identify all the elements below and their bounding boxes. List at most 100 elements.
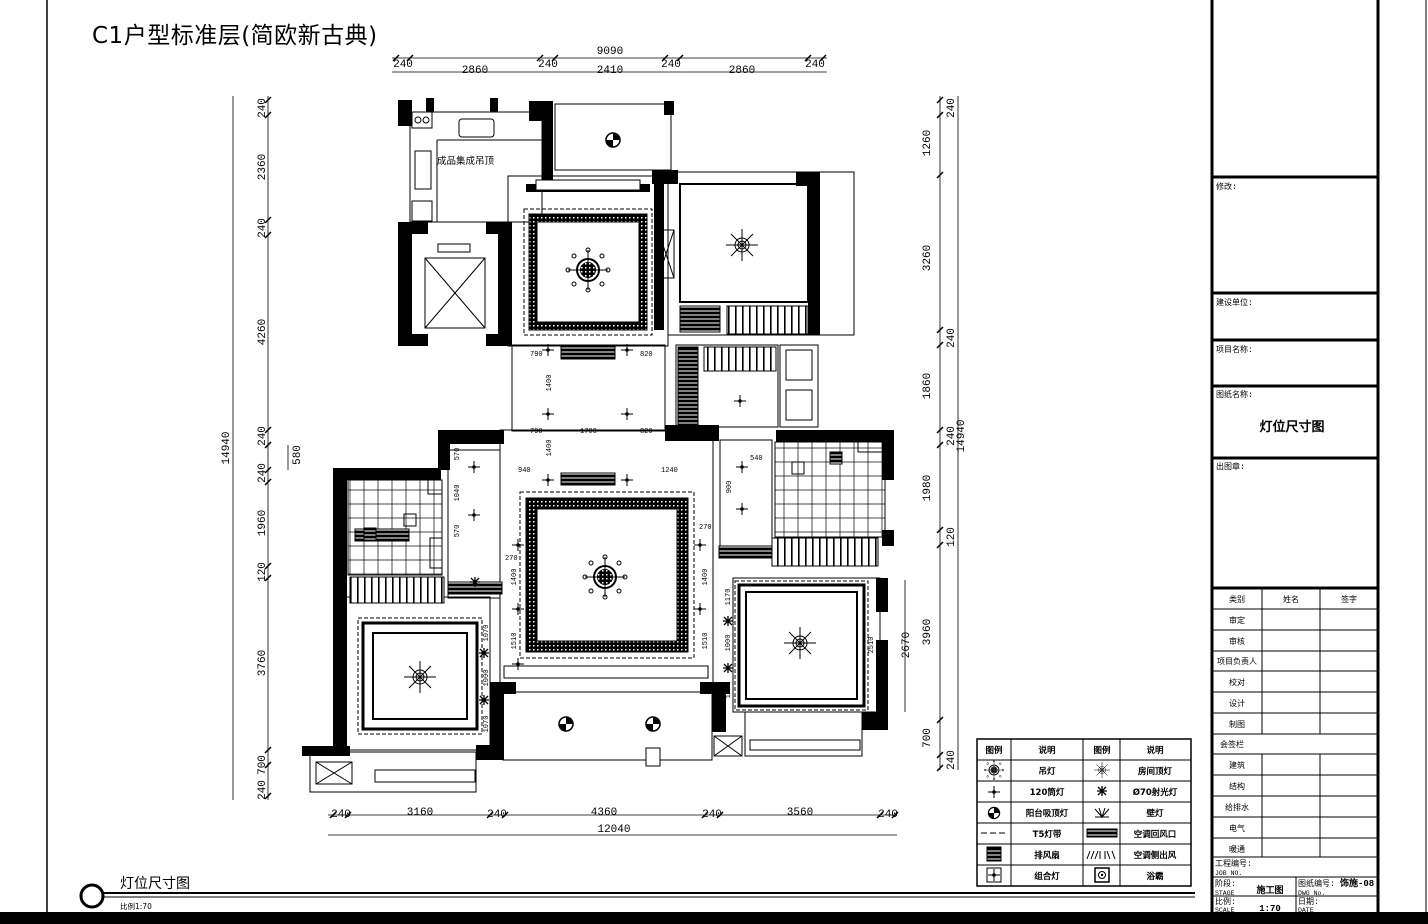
ac-return-vent-icon [1086,828,1118,838]
svg-text:4360: 4360 [591,807,617,819]
svg-text:240: 240 [661,59,681,71]
svg-text:790: 790 [530,428,543,436]
dimension-tick [406,54,414,62]
balcony-ceiling-light-icon [605,132,621,148]
svg-text:2510: 2510 [868,637,876,654]
svg-text:项目名称:: 项目名称: [1216,344,1253,355]
svg-text:2860: 2860 [462,65,488,77]
svg-text:结构: 结构 [1229,781,1245,792]
svg-text:1040: 1040 [454,485,462,502]
dimension-tick [264,96,272,104]
svg-text:240: 240 [393,59,413,71]
ac-side-outlet-icon [1086,850,1116,860]
svg-text:790: 790 [530,351,543,359]
combo-light-icon [986,867,1002,883]
dimension-tick [936,716,944,724]
svg-text:图例: 图例 [1093,745,1111,756]
svg-text:540: 540 [750,455,763,463]
svg-text:270: 270 [699,524,712,532]
svg-text:Ø70射光灯: Ø70射光灯 [1133,787,1178,798]
dimension-tick [264,216,272,224]
walls [302,98,894,760]
svg-text:570: 570 [454,448,462,461]
svg-text:120: 120 [257,562,269,582]
svg-text:图例: 图例 [985,745,1003,756]
svg-text:240: 240 [946,328,958,348]
svg-text:820: 820 [640,428,653,436]
svg-text:240: 240 [878,809,898,821]
dimension-tick [876,811,884,819]
chandelier-icon [983,759,1005,781]
svg-text:壁灯: 壁灯 [1146,808,1164,819]
svg-text:STAGE: STAGE [1215,890,1235,897]
dimension-tick [501,811,509,819]
dimension-tick [936,326,944,334]
svg-text:建筑: 建筑 [1229,760,1245,771]
svg-text:120筒灯: 120筒灯 [1030,787,1065,798]
svg-text:1510: 1510 [511,633,519,650]
svg-text:240: 240 [946,426,958,446]
svg-text:1400: 1400 [702,569,710,586]
dimension-tick [936,171,944,179]
svg-text:240: 240 [257,463,269,483]
dimension-tick [936,426,944,434]
room-ceiling-light-icon [783,626,817,660]
svg-text:图纸编号:: 图纸编号: [1298,878,1335,889]
svg-text:DATE: DATE [1298,907,1314,914]
dimension-tick [392,54,400,62]
svg-text:工程编号:: 工程编号: [1215,858,1252,869]
drawing-name: 灯位尺寸图 [1259,419,1324,435]
svg-text:3760: 3760 [257,650,269,676]
dimension-tick [264,231,272,239]
dimension-tick [264,478,272,486]
dimension-tick [936,541,944,549]
dimension-tick [264,792,272,800]
dimension-labels: 9090 240 2860 240 2410 240 2860 240 240 … [221,46,968,836]
svg-text:1860: 1860 [922,373,934,399]
dimension-tick [661,54,669,62]
dimension-tick [804,54,812,62]
svg-text:240: 240 [257,98,269,118]
dimension-tick [264,562,272,570]
dimension-tick [716,811,724,819]
svg-text:审定: 审定 [1229,615,1245,626]
svg-text:1240: 1240 [661,467,678,475]
svg-text:图纸名称:: 图纸名称: [1216,389,1253,400]
svg-text:1000: 1000 [725,635,733,652]
dimension-tick [936,111,944,119]
svg-text:阶段:: 阶段: [1215,878,1236,889]
dimension-tick [264,111,272,119]
svg-text:270: 270 [505,555,518,563]
svg-text:制图: 制图 [1229,719,1245,730]
svg-text:日期:: 日期: [1298,897,1319,907]
svg-text:240: 240 [257,426,269,446]
plan-caption-scale: 比例1:70 [120,901,152,911]
svg-text:审核: 审核 [1229,636,1245,647]
floor-plan [232,54,959,836]
caption-marker-icon [79,883,105,909]
svg-text:240: 240 [331,809,351,821]
svg-text:240: 240 [538,59,558,71]
svg-text:组合灯: 组合灯 [1034,871,1060,882]
dimension-tick [701,811,709,819]
svg-text:会签栏: 会签栏 [1220,739,1244,750]
svg-text:比例:: 比例: [1215,896,1236,907]
svg-text:240: 240 [946,750,958,770]
svg-text:3960: 3960 [922,619,934,645]
svg-text:1170: 1170 [725,682,733,699]
dimension-tick [676,54,684,62]
svg-text:修改:: 修改: [1216,181,1237,192]
svg-text:施工图: 施工图 [1256,884,1283,896]
svg-text:浴霸: 浴霸 [1146,871,1164,882]
svg-text:120: 120 [946,527,958,547]
svg-text:1400: 1400 [546,440,554,457]
dimension-tick [264,746,272,754]
svg-text:1260: 1260 [922,130,934,156]
svg-text:吊灯: 吊灯 [1038,766,1056,777]
svg-text:14940: 14940 [956,419,968,452]
svg-text:240: 240 [487,809,507,821]
dimension-tick [551,54,559,62]
svg-text:暖通: 暖通 [1229,844,1245,855]
svg-text:阳台吸顶灯: 阳台吸顶灯 [1026,808,1069,819]
